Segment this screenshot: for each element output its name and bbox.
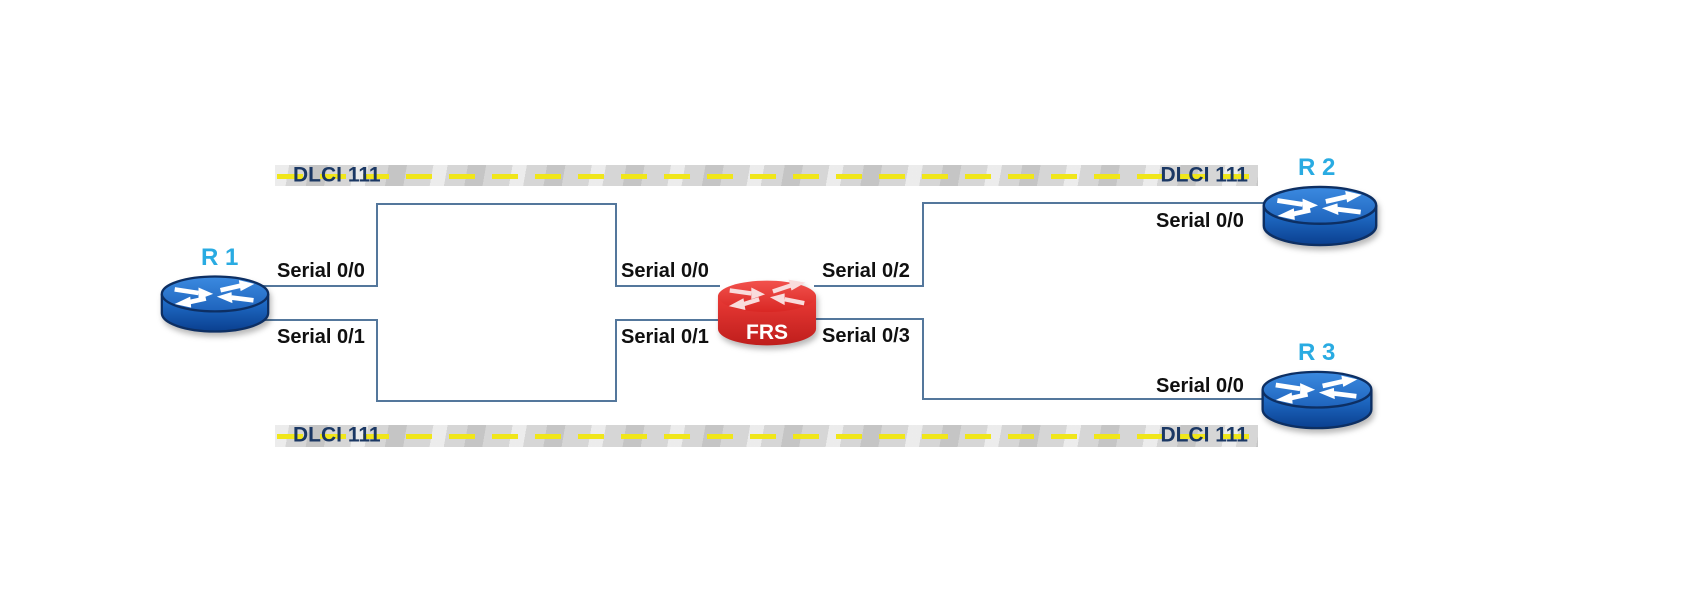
link-segment [922, 318, 924, 400]
device-name-frs: FRS [746, 321, 788, 344]
link-segment [253, 319, 377, 321]
interface-label-r3-serial-0-0: Serial 0/0 [1156, 375, 1244, 397]
link-segment [376, 203, 378, 287]
link-segment [615, 319, 617, 402]
link-segment [615, 285, 720, 287]
interface-label-frs-serial-0-2: Serial 0/2 [822, 260, 910, 282]
interface-label-frs-serial-0-1: Serial 0/1 [621, 326, 709, 348]
pvc-band-bottom: DLCI 111 DLCI 111 [275, 425, 1258, 447]
interface-label-r1-serial-0-1: Serial 0/1 [277, 326, 365, 348]
link-segment [922, 202, 1268, 204]
router-r3 [1260, 370, 1374, 430]
dlci-dashed-line [277, 173, 1256, 179]
frame-relay-switch-icon [717, 279, 817, 346]
router-icon [1261, 370, 1373, 430]
device-name-r1: R 1 [201, 244, 239, 271]
link-segment [615, 319, 720, 321]
dlci-label: DLCI 111 [1160, 163, 1248, 187]
interface-label-frs-serial-0-3: Serial 0/3 [822, 325, 910, 347]
device-name-r3: R 3 [1298, 339, 1336, 366]
pvc-band-top: DLCI 111 DLCI 111 [275, 163, 1258, 187]
link-segment [615, 203, 617, 287]
dlci-label: DLCI 111 [293, 423, 381, 447]
interface-label-r1-serial-0-0: Serial 0/0 [277, 260, 365, 282]
dlci-label: DLCI 111 [293, 163, 381, 187]
link-segment [253, 285, 377, 287]
link-segment [376, 203, 617, 205]
router-icon [160, 275, 270, 333]
interface-label-frs-serial-0-0: Serial 0/0 [621, 260, 709, 282]
link-segment [376, 400, 617, 402]
interface-label-r2-serial-0-0: Serial 0/0 [1156, 210, 1244, 232]
router-r1 [160, 274, 270, 334]
link-segment [376, 319, 378, 402]
device-name-r2: R 2 [1298, 154, 1336, 181]
frame-relay-switch-frs: FRS [716, 277, 818, 349]
dlci-label: DLCI 111 [1160, 423, 1248, 447]
link-segment [922, 202, 924, 287]
link-segment [922, 398, 1268, 400]
router-icon [1262, 185, 1378, 247]
dlci-dashed-line [277, 434, 1256, 439]
link-segment [814, 285, 924, 287]
router-r2 [1261, 185, 1379, 247]
link-segment [814, 318, 924, 320]
